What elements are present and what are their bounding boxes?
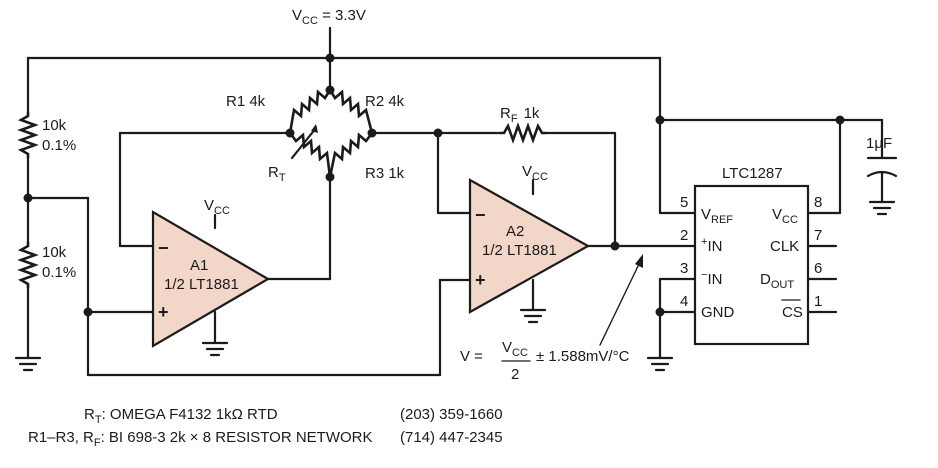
note-network-phone: (714) 447-2345 [400, 429, 503, 446]
a2-vcc-label: VCC [522, 163, 548, 183]
a1-name: A1 [190, 257, 208, 274]
formula-numerator: VCC [502, 339, 528, 359]
output-arrow [599, 254, 643, 346]
formula-lhs: V = [460, 348, 483, 365]
a1-minus-sign: − [158, 238, 169, 258]
a1-plus-sign: + [158, 302, 169, 322]
a1-part: 1/2 LT1881 [164, 276, 239, 293]
pin-vcc-label: VCC [772, 206, 798, 226]
pin-6-number: 6 [814, 260, 822, 277]
resistor-rf [500, 122, 546, 144]
note-network: R1–R3, RF: BI 698-3 2k × 8 RESISTOR NETW… [28, 429, 372, 449]
divider-bottom-tolerance: 0.1% [42, 264, 76, 281]
resistor-divider-top [17, 112, 39, 158]
a2-name: A2 [506, 223, 524, 240]
divider-bottom-value: 10k [42, 244, 67, 261]
opamp-a1 [151, 210, 271, 348]
resistor-r1 [288, 89, 332, 134]
a2-part: 1/2 LT1881 [482, 242, 557, 259]
capacitor-1uf [866, 156, 898, 178]
formula-denominator: 2 [511, 366, 519, 383]
a2-minus-sign: − [475, 205, 486, 225]
a2-plus-sign: + [475, 270, 486, 290]
divider-top-value: 10k [42, 117, 67, 134]
pin-1-number: 1 [814, 293, 822, 310]
formula-rest: ± 1.588mV/°C [536, 348, 630, 365]
divider-top-tolerance: 0.1% [42, 137, 76, 154]
pin-4-number: 4 [680, 293, 688, 310]
r1-label: R1 4k [226, 93, 266, 110]
ground-symbols [14, 200, 896, 372]
resistor-rt [288, 124, 332, 178]
pin-2-number: 2 [680, 227, 688, 244]
a1-vcc-label: VCC [204, 197, 230, 217]
pin-in-plus-label: +IN [701, 236, 722, 255]
adc-name: LTC1287 [722, 165, 783, 182]
pin-dout-label: DOUT [760, 271, 794, 291]
resistor-r3 [328, 132, 374, 178]
rt-label: RT [268, 164, 286, 184]
resistor-r2 [328, 89, 374, 134]
pin-clk-label: CLK [770, 238, 799, 255]
supply-label: VCC = 3.3V [292, 7, 366, 27]
r2-label: R2 4k [365, 93, 405, 110]
opamp-a2 [468, 178, 591, 314]
pin-vref-label: VREF [701, 206, 733, 226]
r3-label: R3 1k [365, 165, 405, 182]
pin-gnd-label: GND [701, 304, 735, 321]
pin-7-number: 7 [814, 227, 822, 244]
pin-cs-label: CS [782, 304, 803, 321]
junction-dots [23, 53, 845, 317]
resistor-divider-bottom [17, 242, 39, 288]
note-rt-phone: (203) 359-1660 [400, 406, 503, 423]
pin-3-number: 3 [680, 260, 688, 277]
adc-chip [693, 184, 810, 346]
capacitor-label: 1μF [866, 135, 892, 152]
pin-5-number: 5 [680, 194, 688, 211]
note-rt: RT: OMEGA F4132 1kΩ RTD [84, 406, 278, 426]
pin-8-number: 8 [814, 194, 822, 211]
pin-in-minus-label: −IN [701, 269, 722, 288]
